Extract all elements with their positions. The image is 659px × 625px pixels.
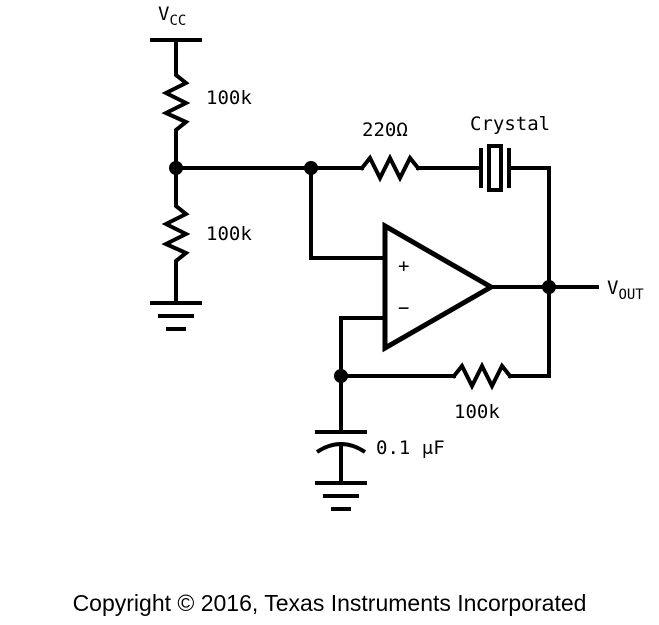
output-node-junction xyxy=(542,280,556,294)
resistor-bottom-100k xyxy=(161,166,191,305)
resistor-series-label: 220Ω xyxy=(362,119,408,141)
noninverting-input-wire xyxy=(309,166,387,260)
crystal-label: Crystal xyxy=(470,113,550,135)
ground-symbol-left xyxy=(150,301,202,331)
resistor-feedback-label: 100k xyxy=(454,401,500,423)
capacitor-label: 0.1 μF xyxy=(376,437,445,459)
opamp-plus-sign: + xyxy=(398,255,409,277)
resistor-series-220 xyxy=(359,153,421,183)
inverting-input-wire xyxy=(339,316,387,378)
resistor-top-100k xyxy=(161,38,191,170)
vout-label: VOUT xyxy=(607,277,644,303)
resistor-top-label: 100k xyxy=(206,87,252,109)
resistor-bottom-label: 100k xyxy=(206,223,252,245)
opamp-triangle xyxy=(382,221,497,353)
vcc-label: VCC xyxy=(158,3,186,29)
opamp-minus-sign: − xyxy=(398,297,409,319)
crystal-symbol xyxy=(479,144,511,192)
resistor-feedback-100k xyxy=(451,361,513,391)
ground-symbol-bottom xyxy=(315,481,367,511)
copyright-notice: Copyright © 2016, Texas Instruments Inco… xyxy=(72,590,587,616)
